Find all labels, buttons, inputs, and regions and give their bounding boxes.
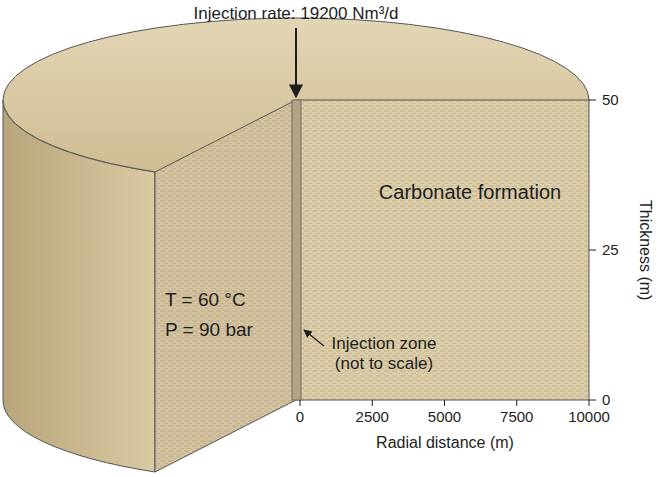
- tick-label: 7500: [500, 408, 533, 425]
- injection-rate-label: Injection rate: 19200 Nm³/d: [193, 4, 398, 24]
- formation-label: Carbonate formation: [379, 181, 561, 204]
- tick-label: 0: [296, 408, 304, 425]
- axis-title: Thickness (m): [636, 200, 654, 300]
- tick-mark: [444, 400, 445, 406]
- left-cut-face: [155, 100, 296, 472]
- tick-label: 10000: [568, 408, 610, 425]
- right-cut-face: [296, 100, 589, 400]
- tick-mark: [516, 400, 517, 406]
- injection-zone: [292, 100, 301, 400]
- tick-label: 0: [602, 391, 610, 408]
- tick-mark: [372, 400, 373, 406]
- tick-mark: [589, 400, 590, 406]
- tick-mark: [589, 400, 596, 401]
- leader-line: [304, 330, 324, 346]
- tick-label: 2500: [356, 408, 389, 425]
- temperature-label: T = 60 °C: [165, 289, 246, 311]
- tick-mark: [300, 400, 301, 406]
- tick-mark: [589, 250, 596, 251]
- tick-label: 25: [602, 241, 619, 258]
- pressure-label: P = 90 bar: [165, 319, 253, 341]
- tick-label: 50: [602, 91, 619, 108]
- tick-label: 5000: [428, 408, 461, 425]
- tick-mark: [589, 100, 596, 101]
- injection-zone-label: Injection zone (not to scale): [325, 334, 443, 373]
- axis-ticks: [300, 100, 596, 406]
- left-cut-shade: [155, 100, 296, 472]
- injection-arrow: [295, 28, 297, 97]
- axis-title: Radial distance (m): [376, 434, 514, 452]
